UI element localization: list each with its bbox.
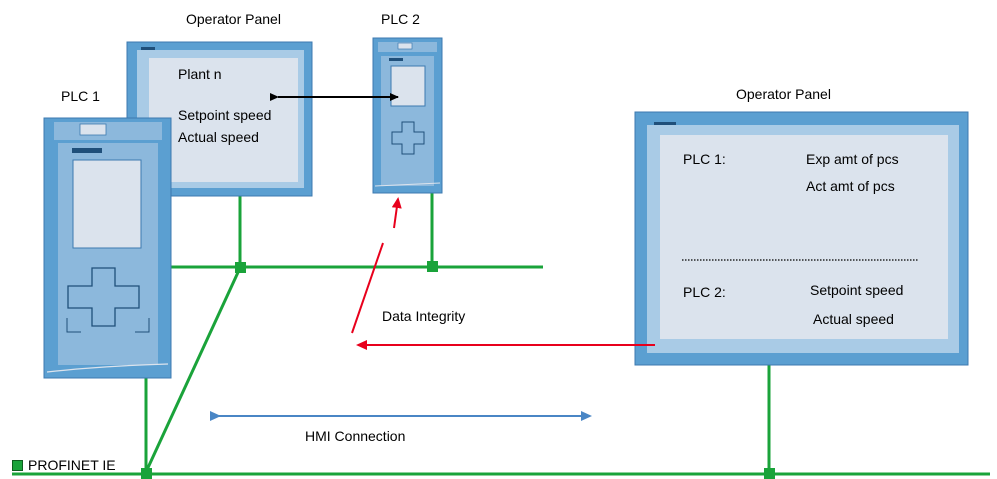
diagonal-link — [144, 267, 242, 473]
plc2-device — [372, 37, 443, 194]
operator-panel-right-device — [634, 111, 969, 366]
junction-node — [764, 468, 775, 479]
plc1-label: PLC 1 — [61, 88, 100, 104]
profinet-legend-icon — [12, 460, 23, 471]
data-integrity-arrow — [351, 197, 655, 350]
profinet-label: PROFINET IE — [28, 457, 116, 473]
panel-top-setpoint-text: Setpoint speed — [178, 107, 272, 123]
panel-right-actual-text: Actual speed — [813, 311, 894, 327]
panel-top-plant-text: Plant n — [178, 66, 222, 82]
operator-panel-top-device — [126, 41, 313, 197]
panel-right-plc2-label: PLC 2: — [683, 284, 726, 300]
junction-node — [141, 468, 152, 479]
panel-right-setpoint-text: Setpoint speed — [810, 282, 904, 298]
plc2-label: PLC 2 — [381, 11, 420, 27]
panel-top-actual-text: Actual speed — [178, 129, 259, 145]
junction-node — [235, 262, 246, 273]
operator-panel-top-label: Operator Panel — [186, 11, 281, 27]
panel-right-plc1-label: PLC 1: — [683, 151, 726, 167]
operator-panel-right-label: Operator Panel — [736, 86, 831, 102]
panel-right-act-amt-text: Act amt of pcs — [806, 178, 895, 194]
data-integrity-label: Data Integrity — [382, 308, 466, 324]
panel-right-exp-amt-text: Exp amt of pcs — [806, 151, 899, 167]
junction-node — [427, 261, 438, 272]
plc1-device — [43, 117, 172, 379]
hmi-connection-label: HMI Connection — [305, 428, 406, 444]
